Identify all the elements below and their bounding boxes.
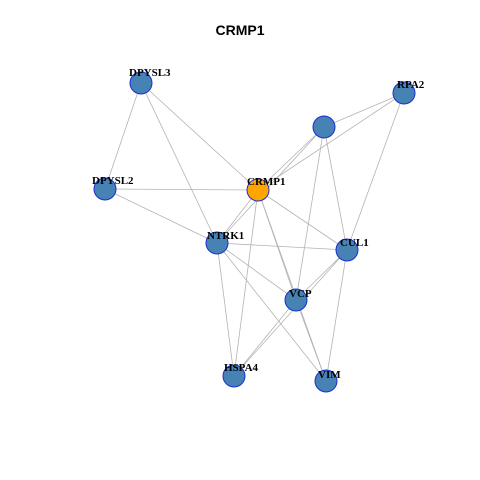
edge-vcp-hspa4 bbox=[233, 299, 297, 377]
edge-dpysl3-dpysl2 bbox=[104, 82, 142, 190]
node-label-vcp: VCP bbox=[289, 288, 312, 300]
node-label-dpysl2: DPYSL2 bbox=[92, 175, 134, 187]
node-label-hspa4: HSPA4 bbox=[224, 362, 259, 374]
node-label-dpysl3: DPYSL3 bbox=[129, 67, 171, 79]
node-hspa4[interactable] bbox=[222, 364, 246, 388]
edge-rpa2-cul1 bbox=[346, 92, 405, 251]
node-label-cul1: CUL1 bbox=[340, 237, 369, 249]
node-label-crmp1: CRMP1 bbox=[247, 176, 286, 188]
edge-vcp-vim bbox=[295, 299, 327, 382]
edge-dpysl3-crmp1 bbox=[140, 82, 259, 191]
edge-unlabeled-cul1 bbox=[323, 126, 348, 251]
node-rpa2[interactable] bbox=[392, 81, 416, 105]
edge-rpa2-crmp1 bbox=[257, 92, 405, 191]
node-crmp1[interactable] bbox=[246, 178, 270, 202]
edge-unlabeled-crmp1 bbox=[257, 126, 325, 191]
edge-dpysl2-crmp1 bbox=[104, 188, 259, 191]
edge-ntrk1-vcp bbox=[216, 242, 297, 301]
edge-crmp1-vim bbox=[257, 189, 327, 382]
graph-title: CRMP1 bbox=[215, 22, 265, 38]
edge-ntrk1-vim bbox=[216, 242, 327, 382]
node-vim[interactable] bbox=[314, 369, 338, 393]
edge-dpysl3-ntrk1 bbox=[140, 82, 218, 244]
node-label-vim: VIM bbox=[318, 369, 341, 381]
edge-crmp1-hspa4 bbox=[233, 189, 259, 377]
node-ntrk1[interactable] bbox=[205, 231, 229, 255]
edge-ntrk1-hspa4 bbox=[216, 242, 235, 377]
edge-dpysl2-ntrk1 bbox=[104, 188, 218, 244]
node-dpysl2[interactable] bbox=[93, 177, 117, 201]
node-vcp[interactable] bbox=[284, 288, 308, 312]
edge-ntrk1-cul1 bbox=[216, 242, 348, 251]
edge-cul1-hspa4 bbox=[233, 249, 348, 377]
edge-rpa2-unlabeled bbox=[323, 92, 405, 128]
nodes-layer bbox=[93, 71, 416, 393]
edge-unlabeled-ntrk1 bbox=[216, 126, 325, 244]
node-unlabeled[interactable] bbox=[312, 115, 336, 139]
edge-unlabeled-vcp bbox=[295, 126, 325, 301]
node-cul1[interactable] bbox=[335, 238, 359, 262]
node-dpysl3[interactable] bbox=[129, 71, 153, 95]
edge-cul1-vim bbox=[325, 249, 348, 382]
edge-crmp1-cul1 bbox=[257, 189, 348, 251]
edge-cul1-vcp bbox=[295, 249, 348, 301]
node-label-ntrk1: NTRK1 bbox=[207, 230, 244, 242]
node-label-rpa2: RPA2 bbox=[397, 79, 425, 91]
edges-layer bbox=[104, 82, 405, 382]
